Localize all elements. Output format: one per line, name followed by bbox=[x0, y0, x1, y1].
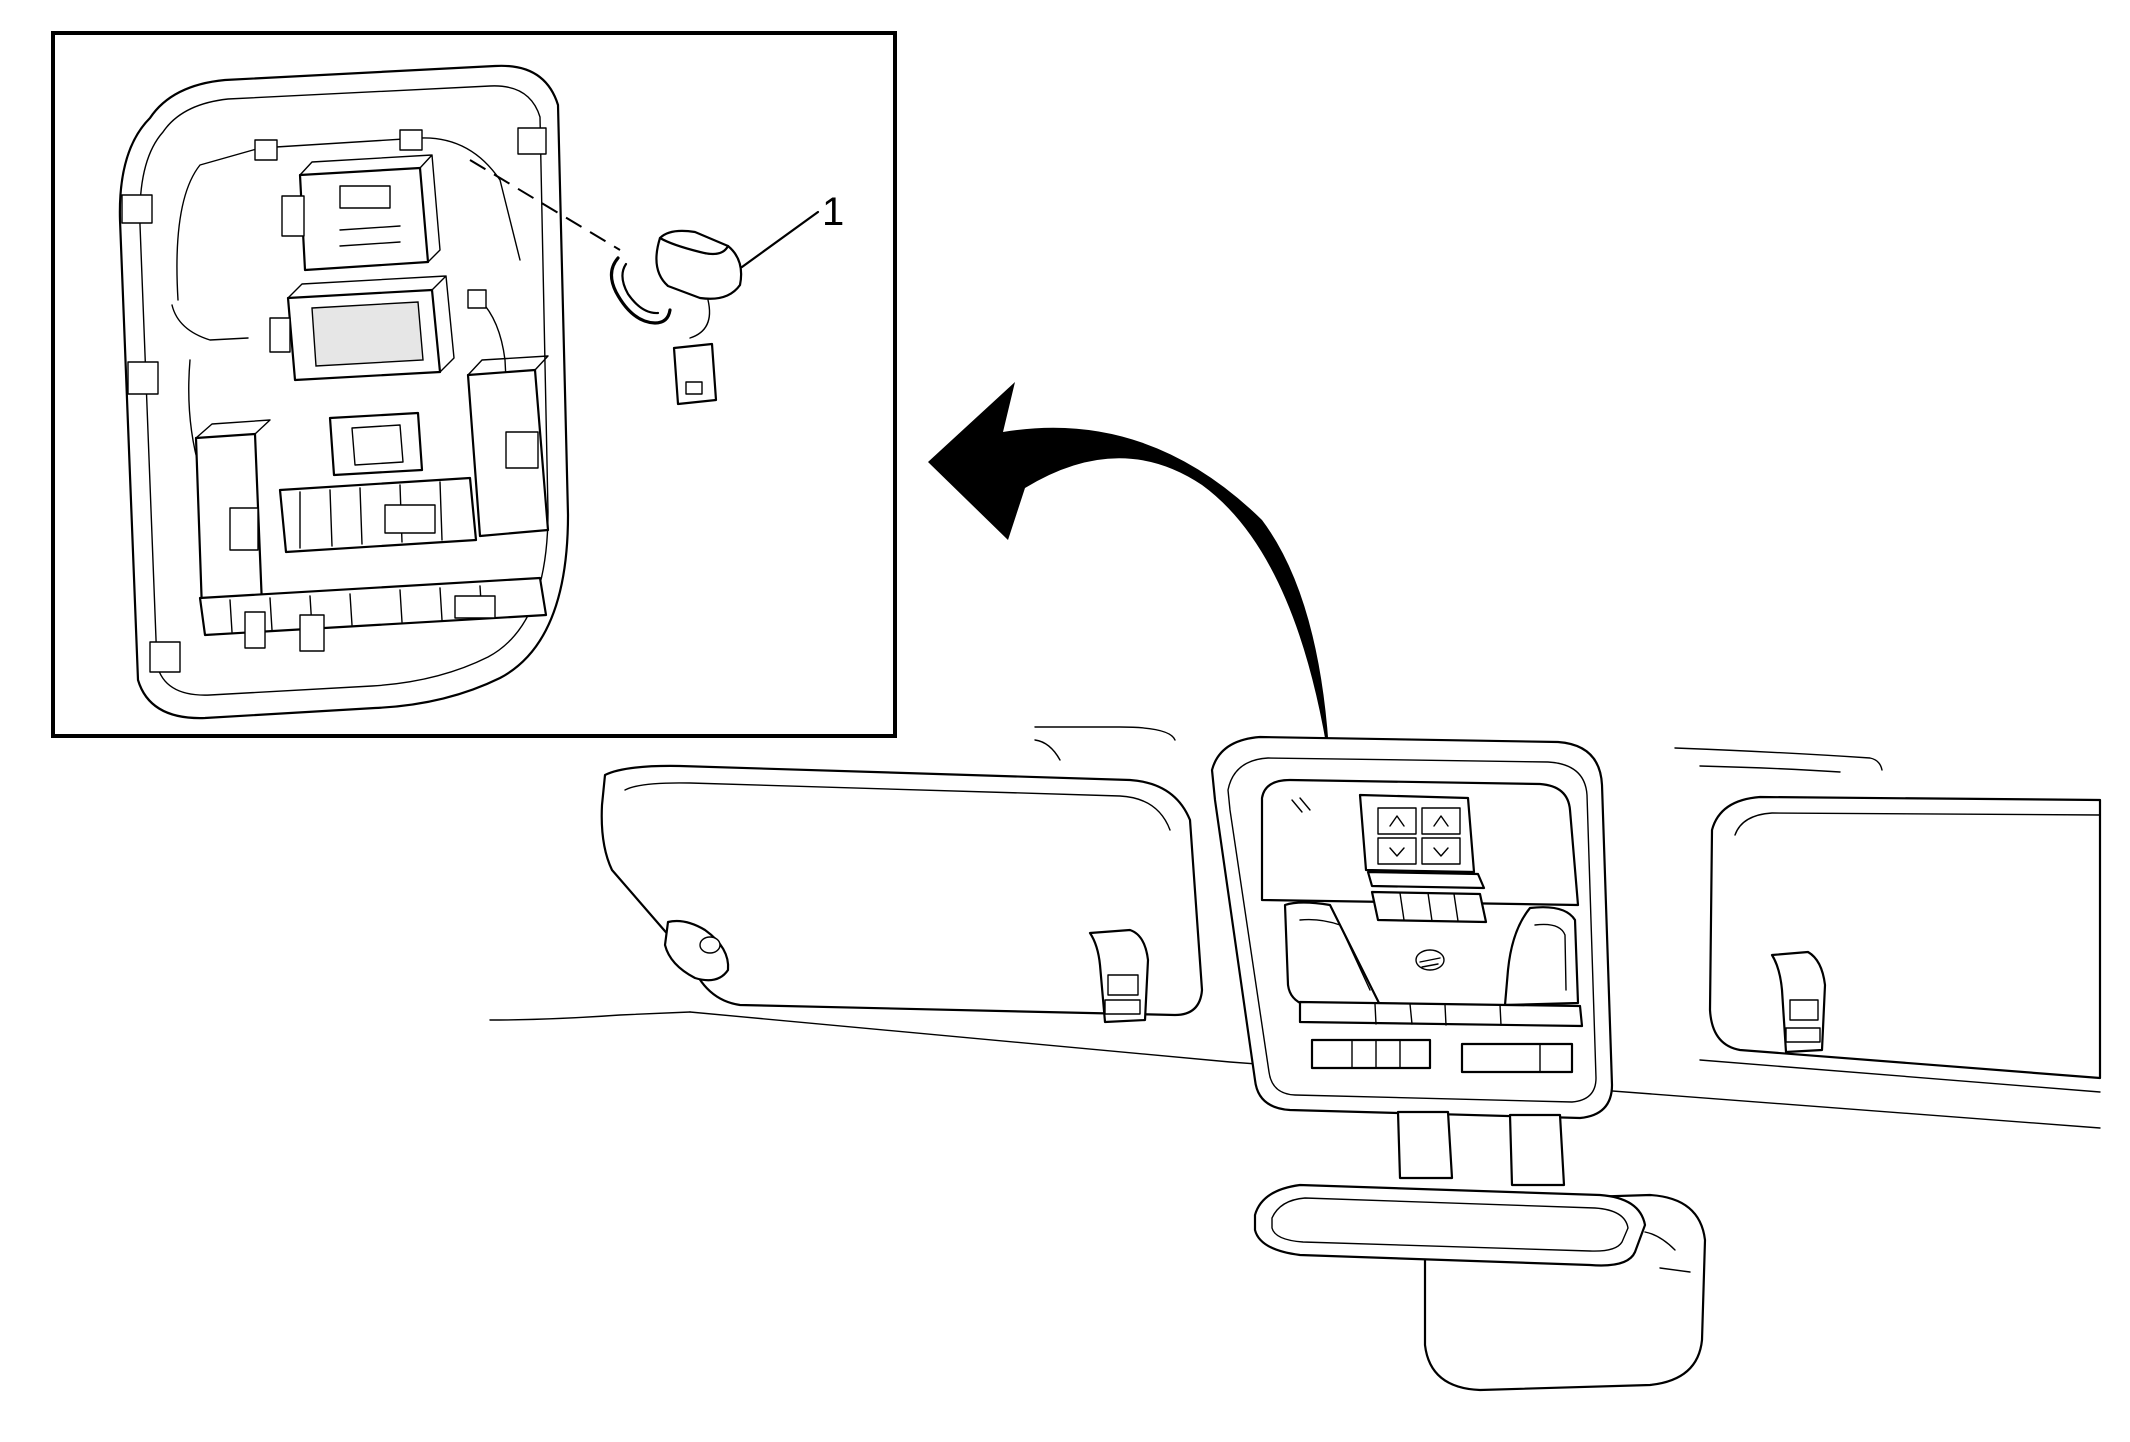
switch-assembly-removed bbox=[609, 229, 743, 406]
lower-assemblies bbox=[194, 355, 550, 652]
vehicle-headliner-view bbox=[489, 726, 2102, 1392]
trim-line bbox=[1034, 726, 1176, 741]
detail-direction-arrow bbox=[928, 382, 1330, 768]
callout-leader-1 bbox=[740, 210, 820, 269]
overhead-console-installed bbox=[1210, 735, 1614, 1120]
retaining-clips bbox=[121, 127, 547, 673]
mirror-glass-frame bbox=[1253, 1183, 1647, 1267]
inset-detail-view: 1 bbox=[51, 31, 897, 738]
sun-visor-right bbox=[1708, 795, 2102, 1080]
headliner-edge-left bbox=[489, 1011, 691, 1021]
removal-path-dashed bbox=[469, 159, 621, 251]
sun-visor-left bbox=[600, 764, 1204, 1024]
visor-pivot-left bbox=[663, 919, 730, 982]
callout-label-1: 1 bbox=[822, 190, 844, 234]
console-small-switch bbox=[1291, 797, 1311, 813]
upper-module bbox=[281, 154, 441, 272]
mirror-mount bbox=[1396, 1110, 1454, 1180]
console-button-row-right bbox=[1460, 1042, 1574, 1074]
rear-view-mirror bbox=[1253, 1110, 1707, 1392]
console-button-row-left bbox=[1310, 1038, 1432, 1070]
control-module bbox=[269, 275, 487, 382]
